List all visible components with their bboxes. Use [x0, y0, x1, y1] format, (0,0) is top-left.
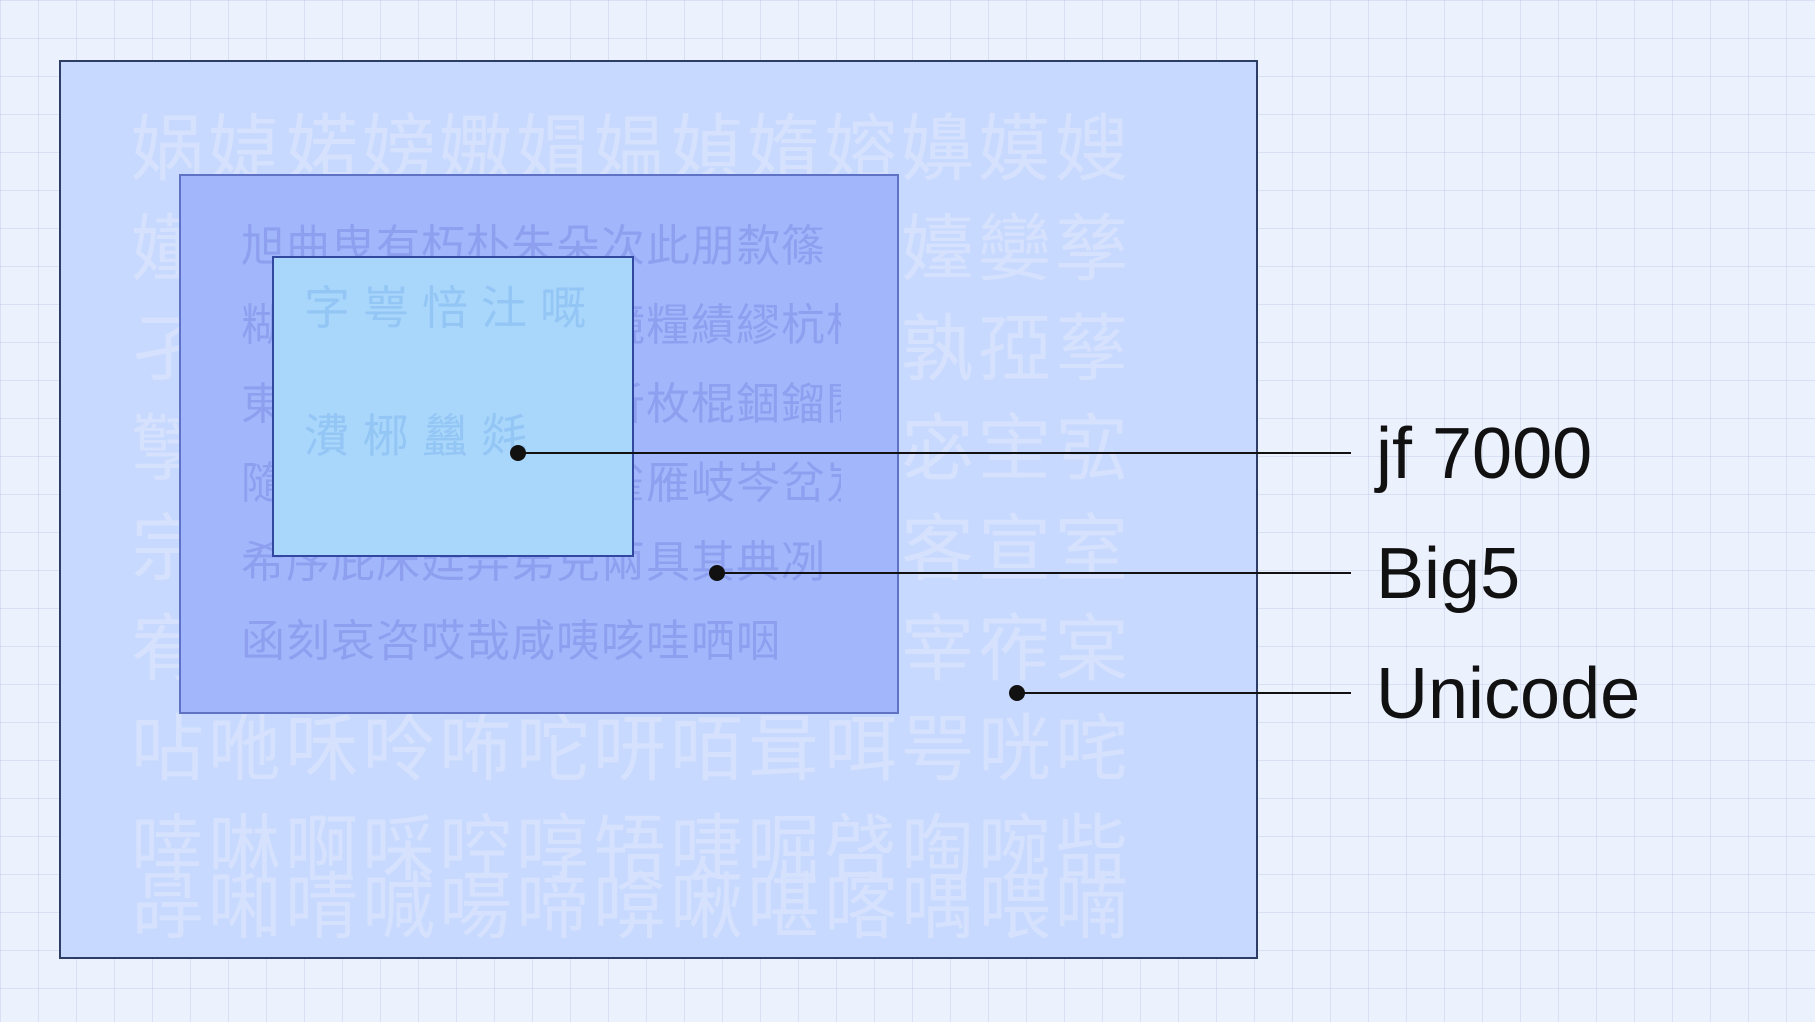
jf7000-glyph-row: 𩖱𧄼𪇂𪆓𪂪 — [304, 468, 614, 532]
big5-label: Big5 — [1376, 538, 1520, 610]
big5-glyph-row: 函刻哀咨哎哉咸咦咳哇哂咽 — [241, 603, 841, 681]
jf7000-label: jf 7000 — [1376, 418, 1592, 490]
unicode-label: Unicode — [1376, 658, 1640, 730]
jf7000-glyph-row: 𧀼㴙瘂㳡㝍 — [304, 340, 614, 404]
unicode-glyph-row: 呫咃咊呤咘咜咞咟咠咡咢咣咤 — [131, 700, 1196, 800]
unicode-glyph-row: 冔啝啨喊啺啼啽啾啿喀喁喂喃 — [131, 858, 1196, 938]
jf7000-glyph-row: 㵒㭨蠿㲜𡡉 — [304, 404, 614, 468]
jf7000-glyph-row: 字㟧㥉汢嘅 — [304, 276, 614, 340]
